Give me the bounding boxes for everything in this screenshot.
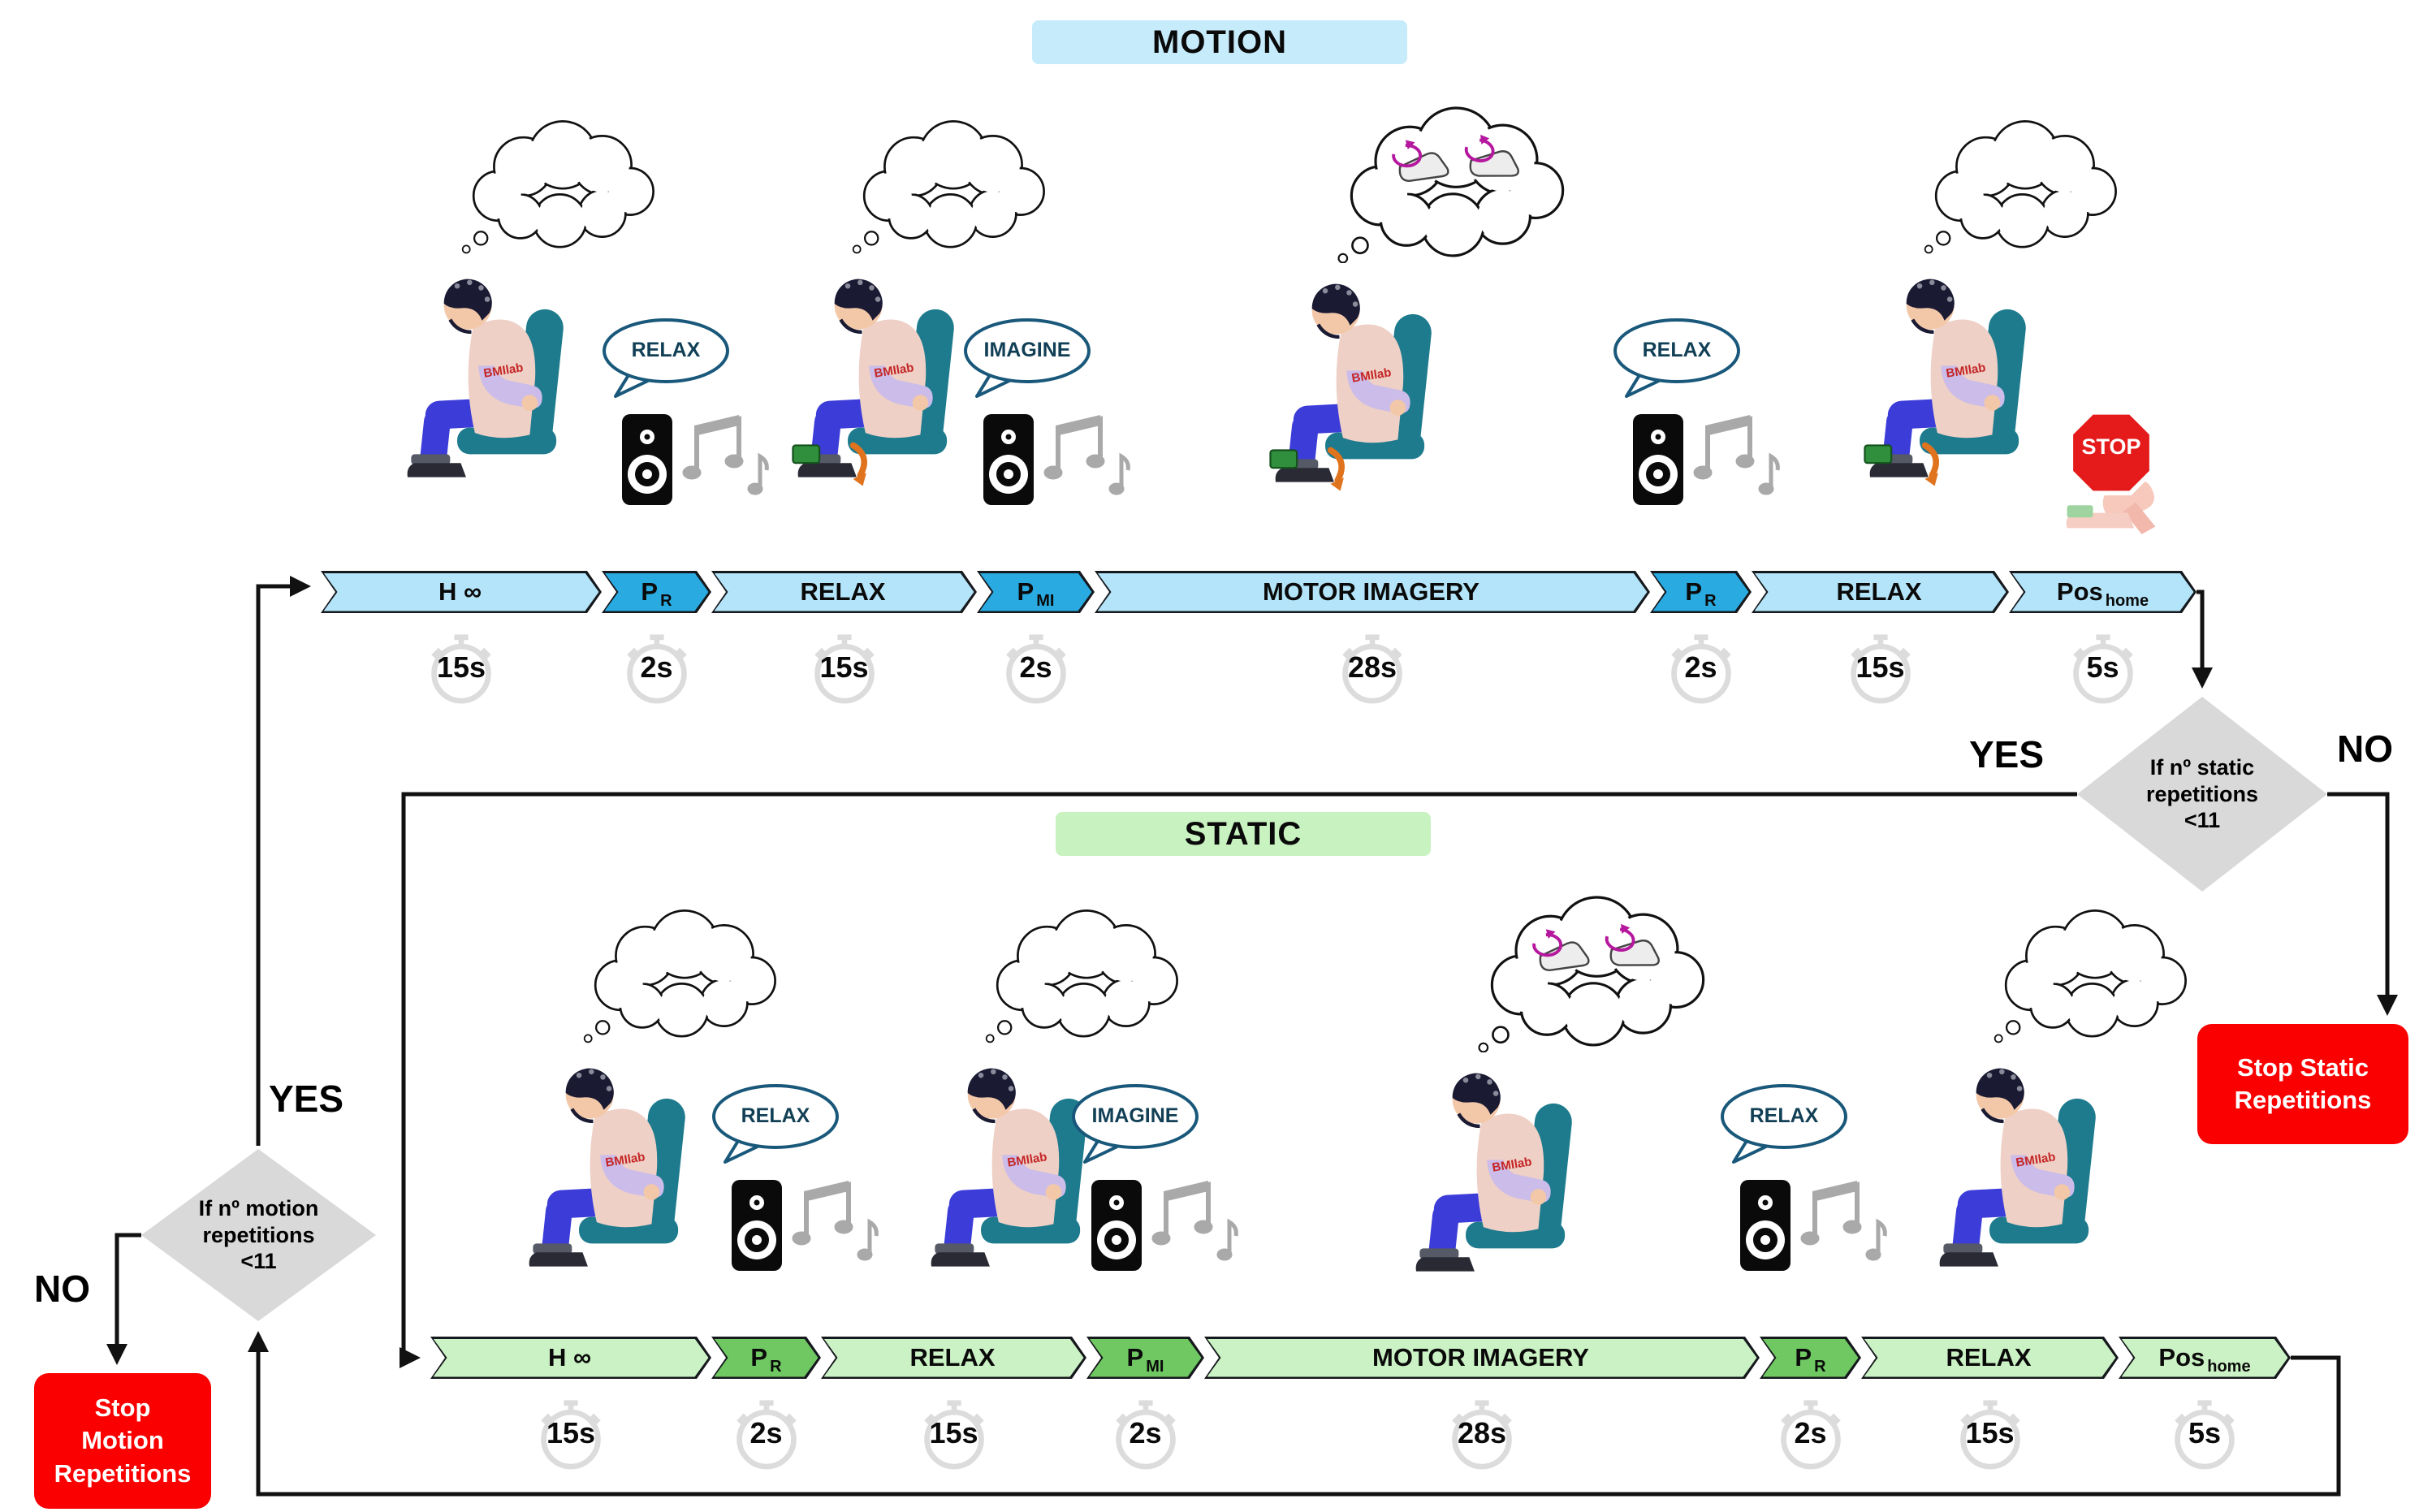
cue-label: IMAGINE <box>983 338 1071 361</box>
segment-label: MOTOR IMAGERY <box>1372 1343 1589 1372</box>
motor-imagery-thought-bubble-icon <box>1321 89 1589 263</box>
static-durations: 15s 2s 15s 2s 28s 2s 15s 5s <box>430 1393 2291 1474</box>
segment-label: P <box>750 1343 768 1372</box>
motion-segment-relax-2: RELAX <box>1752 571 2009 613</box>
arrow-no-to-stop-motion <box>106 1233 141 1365</box>
motion-segment-relax-1: RELAX <box>711 571 977 613</box>
segment-label: P <box>1017 577 1035 606</box>
duration-cell: 15s <box>321 627 602 708</box>
duration-cell: 2s <box>1086 1393 1204 1474</box>
segment-label: RELAX <box>800 577 886 606</box>
segment-label: RELAX <box>1946 1343 2032 1372</box>
segment-label: Pos <box>2158 1343 2205 1372</box>
arrow-yes-to-motion-timeline <box>256 576 311 1146</box>
no-label-static-check: NO <box>2337 728 2393 770</box>
segment-label: RELAX <box>909 1343 996 1372</box>
thought-bubble-icon <box>583 909 776 1043</box>
duration-cell: 15s <box>821 1393 1086 1474</box>
duration-cell: 28s <box>1204 1393 1760 1474</box>
segment-label: H ∞ <box>547 1343 592 1372</box>
segment-label: Pos <box>2056 577 2103 606</box>
duration-cell: 5s <box>2009 627 2197 708</box>
segment-label: P <box>1795 1343 1812 1372</box>
stop-static-repetitions-box: Stop Static Repetitions <box>2197 1024 2408 1144</box>
static-title-label: STATIC <box>1184 815 1302 852</box>
duration-cell: 2s <box>1650 627 1752 708</box>
duration-cell: 5s <box>2119 1393 2291 1474</box>
segment-label: P <box>1126 1343 1144 1372</box>
duration-cell: 2s <box>1760 1393 1861 1474</box>
cue-label: IMAGINE <box>1091 1104 1179 1127</box>
thought-bubble-icon <box>985 909 1178 1043</box>
segment-label: H ∞ <box>438 577 482 606</box>
decision-diamond-shape <box>141 1149 376 1321</box>
duration-cell: 15s <box>1752 627 2009 708</box>
yes-label-motion-check: YES <box>269 1078 344 1120</box>
static-repetitions-decision: If nº static repetitions <11 <box>2077 697 2327 892</box>
motor-imagery-thought-bubble-icon <box>1462 879 1730 1052</box>
duration-cell: 15s <box>430 1393 711 1474</box>
static-segment-relax-2: RELAX <box>1861 1337 2119 1379</box>
arrow-no-to-stop-static <box>2327 792 2398 1016</box>
static-section-title: STATIC <box>1056 812 1431 856</box>
decision-diamond-shape <box>2077 697 2327 892</box>
duration-cell: 2s <box>711 1393 821 1474</box>
segment-label: MOTOR IMAGERY <box>1263 577 1479 606</box>
motion-title-label: MOTION <box>1152 24 1287 60</box>
static-segment-h-inf: H ∞ <box>430 1337 711 1379</box>
decision-text: If nº motion repetitions <11 <box>198 1196 319 1274</box>
speaker-icon <box>1633 408 1787 521</box>
thought-bubble-icon <box>461 120 654 254</box>
motion-segment-h-inf: H ∞ <box>321 571 602 613</box>
stop-motion-repetitions-box: Stop Motion Repetitions <box>34 1373 211 1509</box>
static-segment-motor-imagery: MOTOR IMAGERY <box>1204 1337 1760 1379</box>
motion-section-title: MOTION <box>1032 20 1407 64</box>
duration-cell: 2s <box>977 627 1095 708</box>
speaker-icon <box>1091 1173 1246 1287</box>
stop-sign: STOP <box>2050 402 2172 544</box>
speaker-icon <box>622 408 776 521</box>
speaker-icon <box>983 408 1138 521</box>
cue-label: RELAX <box>1642 338 1712 361</box>
segment-label: RELAX <box>1836 577 1922 606</box>
duration-cell: 15s <box>1861 1393 2119 1474</box>
thought-bubble-icon <box>852 120 1045 254</box>
cue-label: RELAX <box>631 338 701 361</box>
duration-cell: 28s <box>1095 627 1650 708</box>
decision-text: If nº static repetitions <11 <box>2145 755 2259 833</box>
motion-repetitions-decision: If nº motion repetitions <11 <box>141 1149 376 1321</box>
no-label-motion-check: NO <box>34 1268 90 1310</box>
segment-label: P <box>1685 577 1703 606</box>
static-segment-relax-1: RELAX <box>821 1337 1086 1379</box>
thought-bubble-icon <box>1924 120 2117 254</box>
arrow-motion-end-to-static-check <box>2192 590 2213 689</box>
motion-segment-motor-imagery: MOTOR IMAGERY <box>1095 571 1650 613</box>
motion-durations: 15s 2s 15s 2s 28s 2s 15s 5s <box>321 627 2197 708</box>
duration-cell: 15s <box>711 627 977 708</box>
thought-bubble-icon <box>1994 909 2187 1043</box>
speaker-icon <box>732 1173 886 1287</box>
cue-label: RELAX <box>741 1104 810 1127</box>
yes-label-static-check: YES <box>1969 733 2045 775</box>
segment-label: P <box>641 577 659 606</box>
stop-sign-icon <box>2066 410 2156 534</box>
speaker-icon <box>1740 1173 1894 1287</box>
duration-cell: 2s <box>602 627 711 708</box>
stop-sign-label: STOP <box>2081 434 2141 459</box>
cue-label: RELAX <box>1749 1104 1819 1127</box>
